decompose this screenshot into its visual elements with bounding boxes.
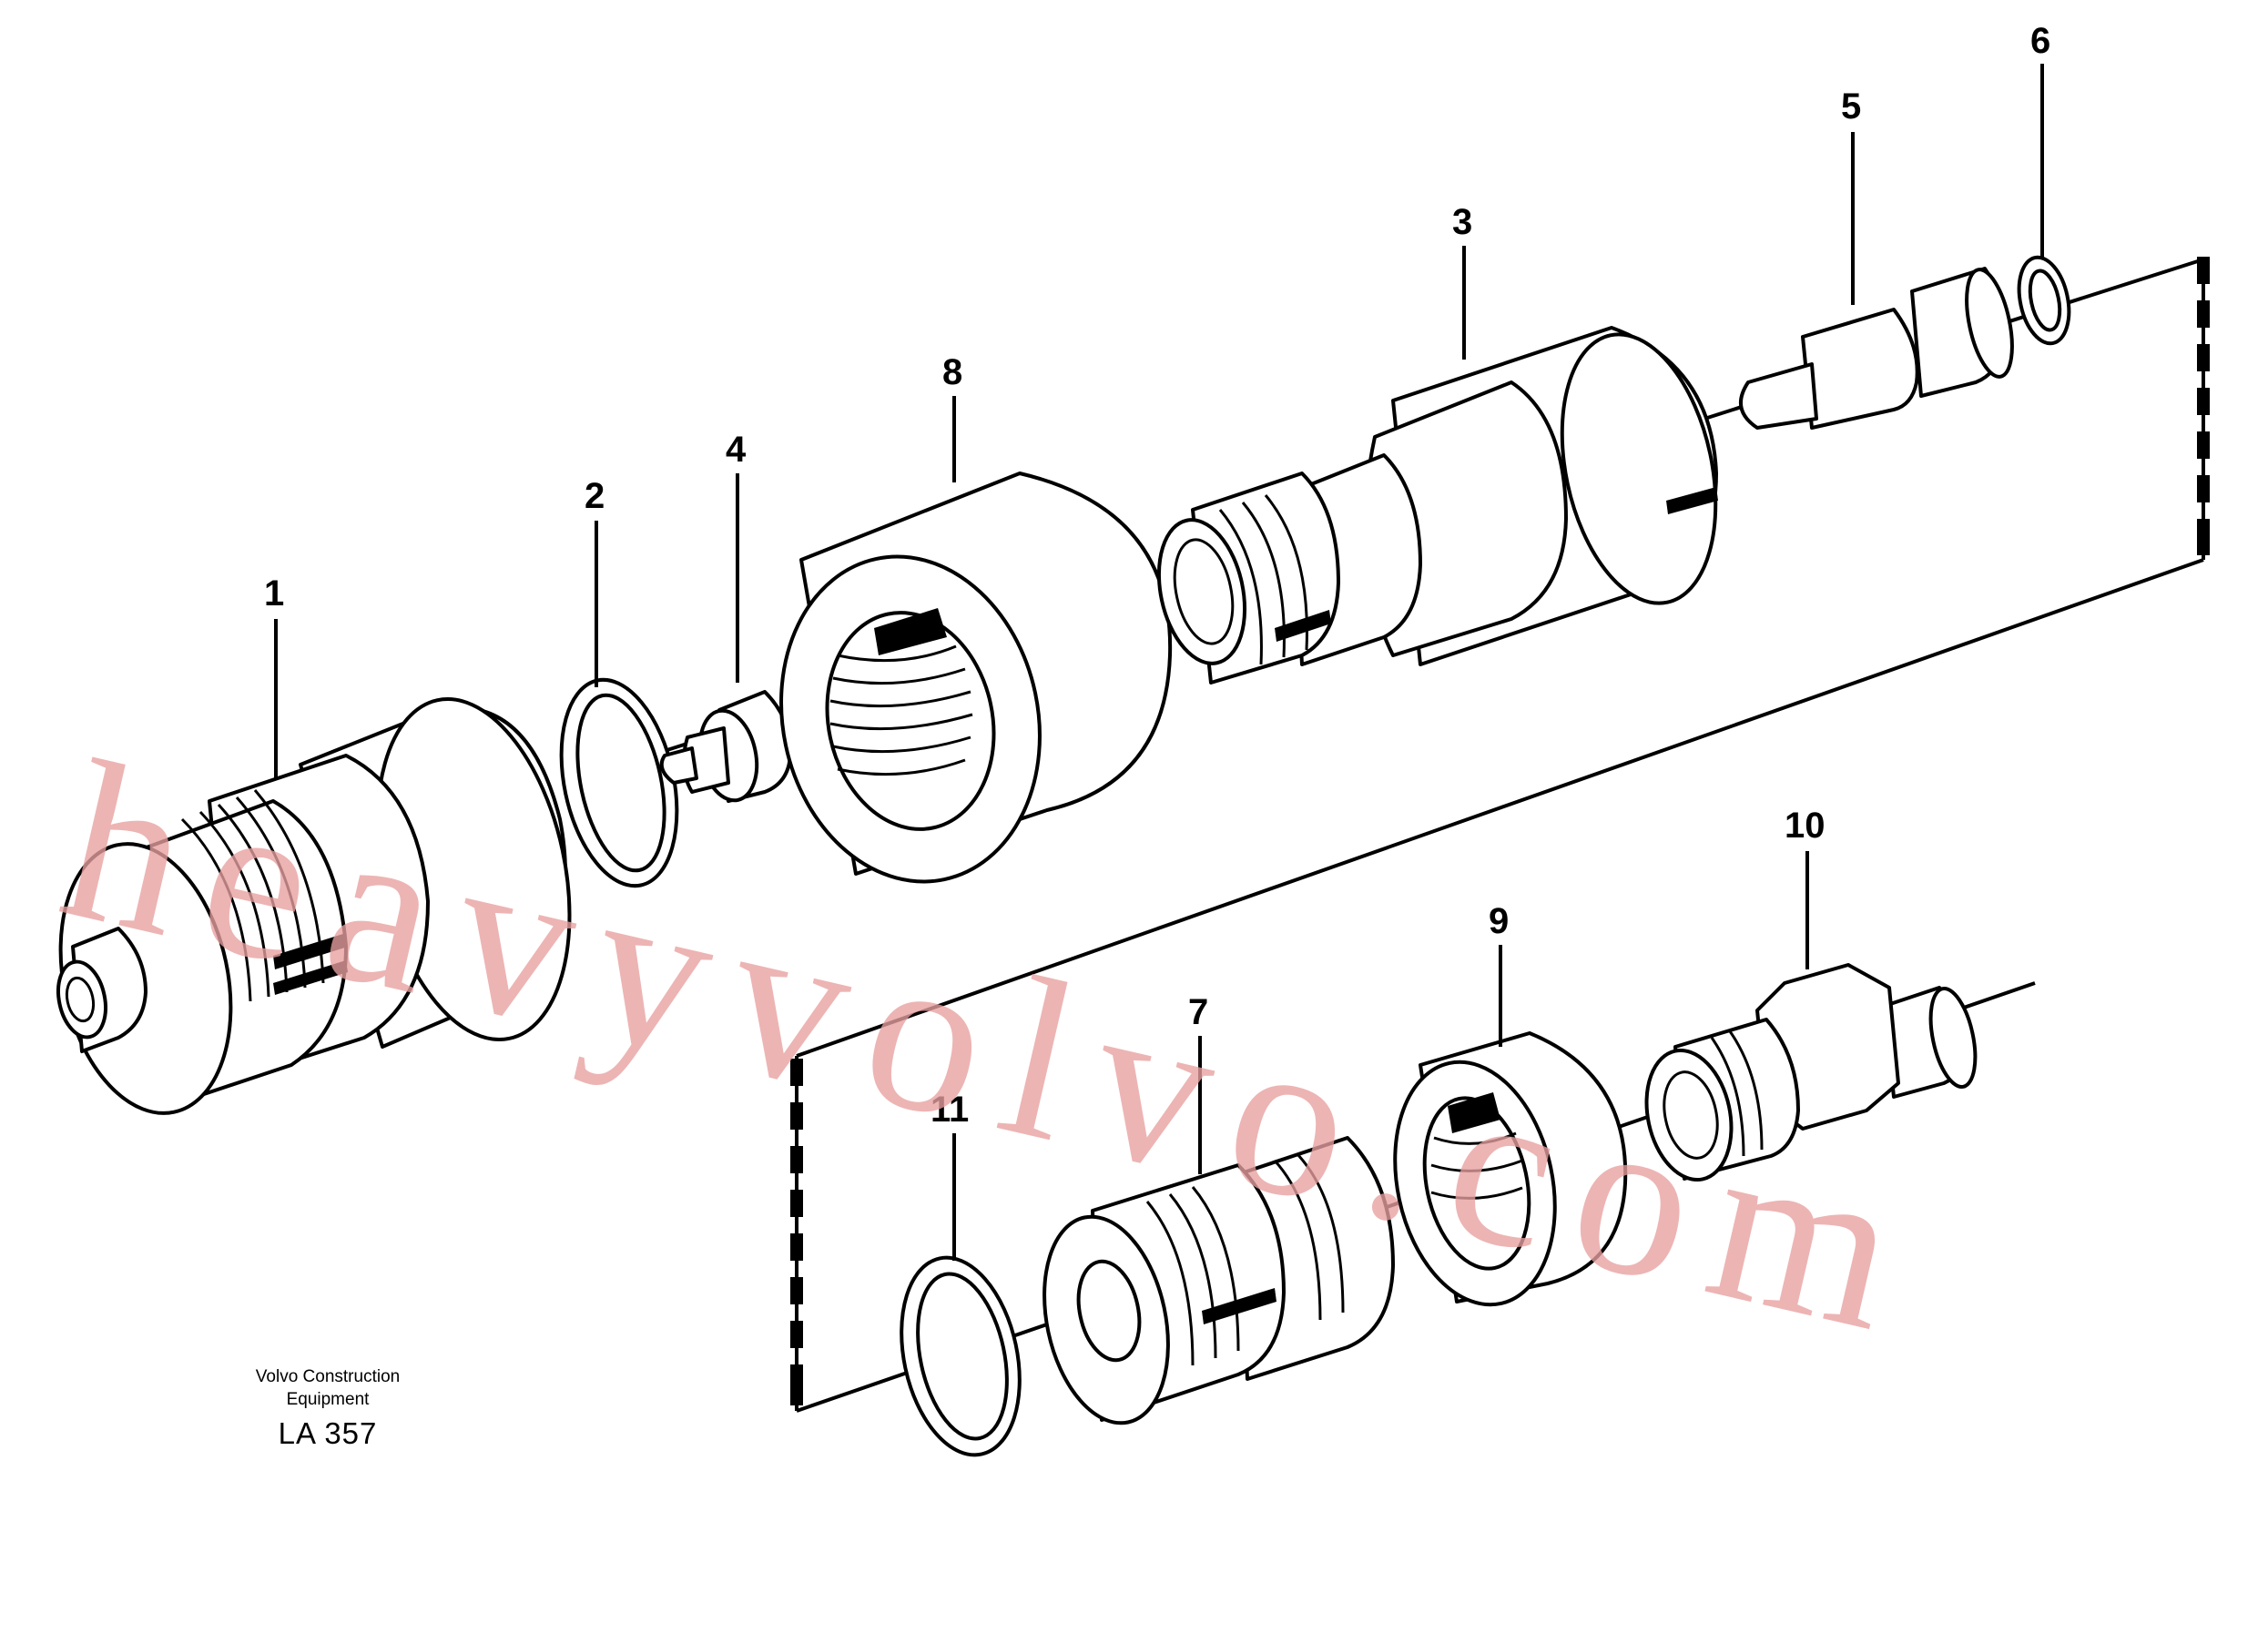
dashed-break-right <box>2197 257 2210 555</box>
callout-8: 8 <box>942 352 962 392</box>
callout-1: 1 <box>264 573 284 614</box>
drawing-code: LA 357 <box>278 1416 378 1450</box>
part-10-hex-fitting <box>1644 963 1978 1182</box>
part-9-locking-nut <box>1393 1031 1628 1307</box>
part-3-valve-housing <box>1156 326 1718 685</box>
part-4-poppet <box>659 690 793 803</box>
callout-5: 5 <box>1841 86 1861 127</box>
dashed-break-left <box>790 1059 803 1405</box>
callout-10: 10 <box>1785 806 1826 846</box>
callout-4: 4 <box>726 430 747 470</box>
part-11-o-ring <box>900 1255 1022 1457</box>
part-5-pin <box>1739 267 2014 430</box>
part-7-threaded-adapter <box>1042 1136 1395 1425</box>
leader-lines <box>274 64 2044 1261</box>
callout-11: 11 <box>931 1090 969 1130</box>
part-1-valve-body <box>56 696 572 1115</box>
part-8-nut <box>779 472 1173 884</box>
callout-labels: 1 2 4 8 3 5 6 7 9 10 11 <box>264 21 2050 1130</box>
callout-6: 6 <box>2030 21 2050 61</box>
manufacturer-line-2: Equipment <box>286 1390 370 1409</box>
callout-7: 7 <box>1188 992 1208 1032</box>
callout-9: 9 <box>1489 901 1509 941</box>
part-6-small-o-ring <box>2017 255 2071 346</box>
manufacturer-line-1: Volvo Construction <box>255 1367 401 1386</box>
callout-3: 3 <box>1452 202 1472 242</box>
drawing-caption: Volvo Construction Equipment LA 357 <box>191 1365 464 1451</box>
callout-2: 2 <box>585 476 605 516</box>
